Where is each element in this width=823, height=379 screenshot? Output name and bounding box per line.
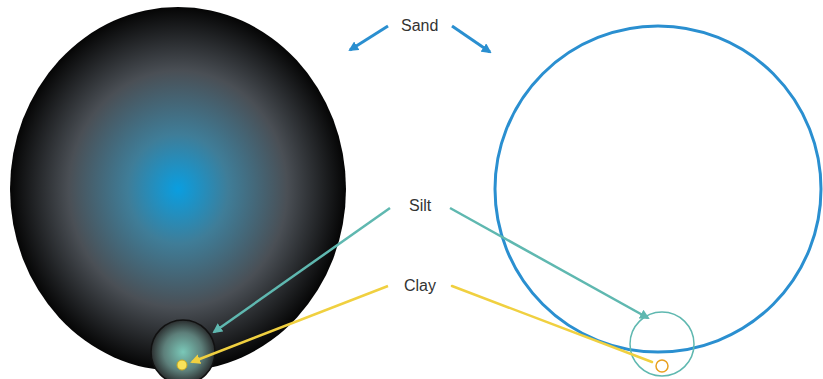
silt-outline bbox=[630, 312, 694, 376]
particle-label: Sand bbox=[398, 16, 441, 36]
leader-line bbox=[452, 286, 652, 362]
clay-particle bbox=[177, 360, 187, 370]
sand-outline bbox=[495, 26, 821, 352]
leader-arrow bbox=[214, 208, 390, 332]
leader-arrow bbox=[452, 26, 490, 52]
leader-arrow bbox=[450, 208, 648, 318]
particle-label: Silt bbox=[406, 196, 434, 216]
silt-particle bbox=[151, 320, 215, 379]
clay-outline bbox=[656, 360, 668, 372]
particle-label: Clay bbox=[401, 276, 439, 296]
leader-arrow bbox=[350, 26, 388, 50]
sand-particle bbox=[10, 7, 346, 371]
leader-arrow bbox=[192, 286, 388, 362]
